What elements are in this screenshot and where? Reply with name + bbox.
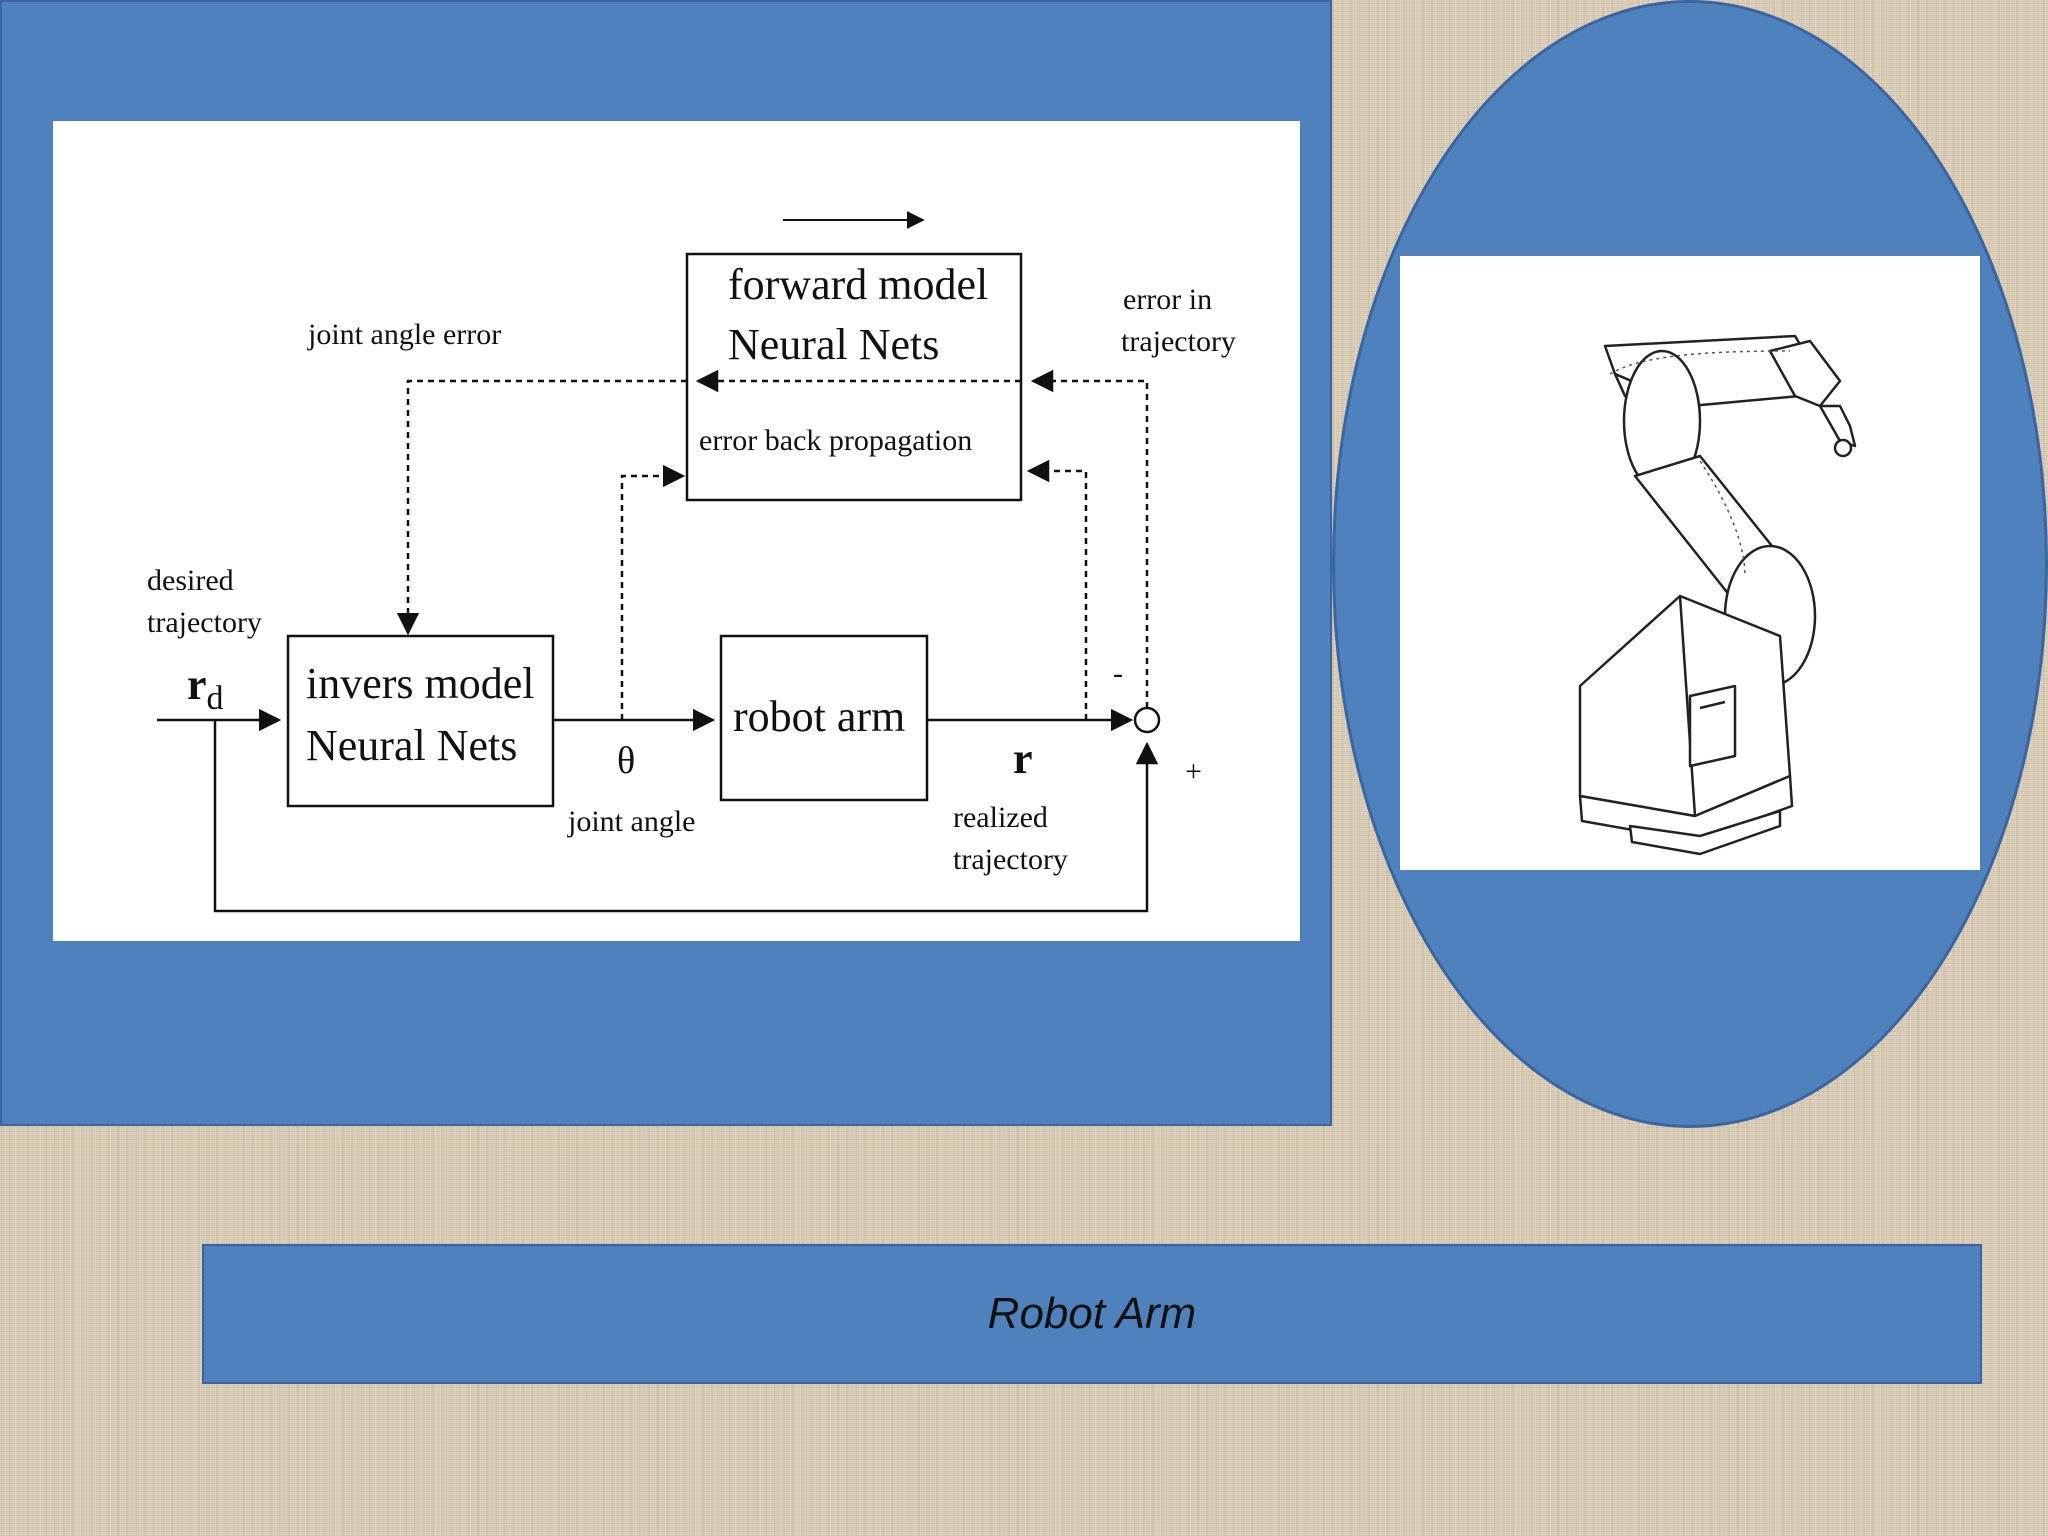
robot-arm-label: robot arm [733,692,905,741]
error-in-label: error in [1123,283,1212,316]
forward-model-box: forward model Neural Nets error back pro… [685,252,1023,502]
robot-arm-drawing [1578,334,1857,856]
joint-angle-error-label: joint angle error [307,318,501,351]
realized-trajectory-label: trajectory [953,843,1068,876]
error-in-trajectory-path [1030,369,1149,708]
feedback-line [213,720,1159,913]
caption-text: Robot Arm [987,1289,1197,1338]
r-symbol: r [1013,734,1033,783]
theta-symbol: θ [617,740,635,782]
control-diagram: forward model Neural Nets error back pro… [53,121,1300,941]
inverse-model-box: invers model Neural Nets [286,634,555,808]
diagram-panel: forward model Neural Nets error back pro… [0,0,1332,1126]
realized-label: realized [953,801,1048,834]
minus-sign: - [1113,657,1123,690]
joint-angle-label: joint angle [567,805,695,838]
theta-to-forward-path [620,464,686,720]
joint-angle-error-path [396,379,687,636]
robot-arm-box: robot arm [719,634,929,802]
caption-bar: Robot Arm [202,1244,1982,1384]
plus-sign: + [1185,755,1202,788]
rd-symbol: rd [187,660,224,717]
desired-trajectory-label: trajectory [147,606,262,639]
forward-model-line3: error back propagation [699,424,972,457]
forward-model-line1: forward model [728,260,988,309]
r-to-forward-path [1026,459,1088,720]
summing-junction [1133,706,1161,734]
error-in-trajectory-label: trajectory [1121,325,1236,358]
robot-illustration [1400,256,1980,870]
inverse-model-line1: invers model [306,659,535,708]
rd-main: r [187,660,207,709]
desired-label: desired [147,564,234,597]
inverse-model-line2: Neural Nets [306,721,517,770]
control-diagram-svg: forward model Neural Nets error back pro… [147,211,1236,913]
rd-sub: d [207,680,224,717]
forward-model-line2: Neural Nets [728,320,939,369]
